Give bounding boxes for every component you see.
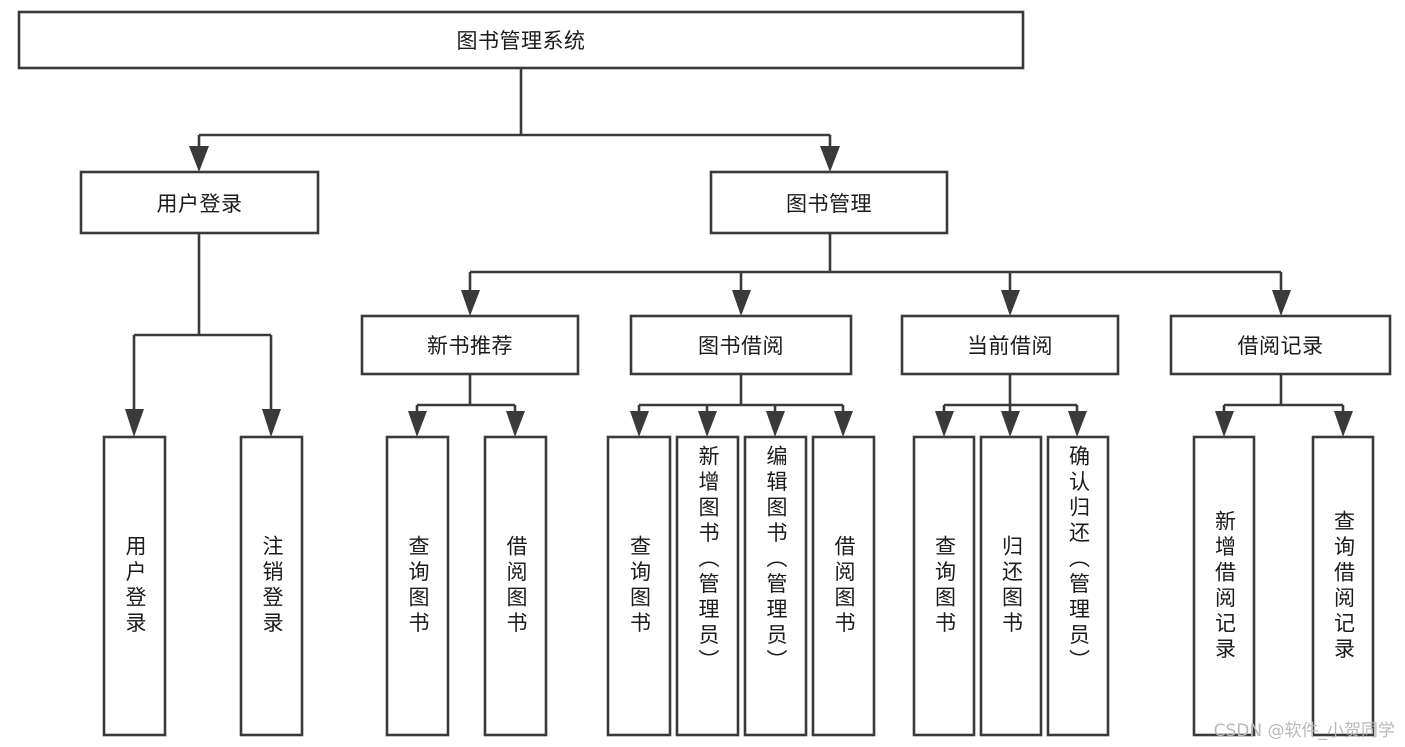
- arrow-head-icon: [935, 411, 954, 437]
- node-book-borrow[interactable]: [629, 314, 853, 376]
- leaf-book-borrow-0[interactable]: [606, 435, 672, 737]
- leaf-book-borrow-3[interactable]: [811, 435, 876, 737]
- node-root[interactable]: [17, 10, 1025, 70]
- leaf-current-borrow-2[interactable]: [1046, 435, 1110, 737]
- arrow-head-icon: [1334, 411, 1353, 437]
- arrow-head-icon: [1001, 290, 1020, 316]
- arrow-head-icon: [1001, 411, 1020, 437]
- leaf-user-login-0[interactable]: [102, 435, 167, 737]
- leaf-book-borrow-1[interactable]: [675, 435, 740, 737]
- arrow-head-icon: [506, 411, 525, 437]
- leaf-borrow-record-1[interactable]: [1311, 435, 1375, 737]
- connector-borrowrecord-to-leaves: [1215, 374, 1353, 437]
- leaf-borrow-record-0[interactable]: [1192, 435, 1256, 737]
- leaf-user-login-1[interactable]: [239, 435, 304, 737]
- arrow-head-icon: [630, 411, 649, 437]
- arrow-head-icon: [461, 290, 480, 316]
- arrow-head-icon: [1272, 290, 1291, 316]
- leaf-new-book-0[interactable]: [385, 435, 450, 737]
- node-user-login[interactable]: [79, 170, 320, 235]
- connector-root-to-level2: [189, 68, 840, 172]
- arrow-head-icon: [262, 409, 281, 437]
- leaf-current-borrow-0[interactable]: [912, 435, 976, 737]
- connector-newbook-to-leaves: [408, 374, 525, 437]
- connector-bookmgmt-to-level3: [461, 233, 1291, 316]
- arrow-head-icon: [189, 146, 209, 172]
- leaf-new-book-1[interactable]: [483, 435, 548, 737]
- arrow-head-icon: [820, 146, 840, 172]
- leaf-book-borrow-2[interactable]: [743, 435, 808, 737]
- arrow-head-icon: [1215, 411, 1234, 437]
- connector-bookborrow-to-leaves: [630, 374, 853, 437]
- arrow-head-icon: [1068, 411, 1087, 437]
- arrow-head-icon: [732, 290, 751, 316]
- node-current-borrow[interactable]: [900, 314, 1120, 376]
- connector-userlogin-to-leaves: [125, 233, 281, 437]
- arrow-head-icon: [125, 409, 144, 437]
- arrow-head-icon: [766, 411, 785, 437]
- arrow-head-icon: [834, 411, 853, 437]
- node-borrow-record[interactable]: [1169, 314, 1392, 376]
- arrow-head-icon: [408, 411, 427, 437]
- leaf-current-borrow-1[interactable]: [979, 435, 1043, 737]
- node-book-management[interactable]: [709, 170, 949, 235]
- arrow-head-icon: [698, 411, 717, 437]
- node-new-book-recommend[interactable]: [360, 314, 580, 376]
- connector-currentborrow-to-leaves: [935, 374, 1087, 437]
